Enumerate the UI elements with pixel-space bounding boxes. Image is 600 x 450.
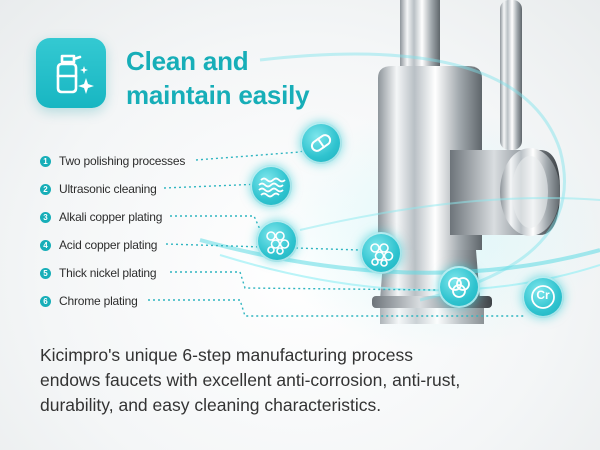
cr-label: Cr	[536, 288, 550, 302]
overlapping-circles-icon	[438, 266, 480, 308]
cr-element-icon: Cr	[522, 276, 564, 318]
step-number: 4	[40, 239, 51, 251]
description: Kicimpro's unique 6-step manufacturing p…	[40, 343, 570, 418]
step-label: Thick nickel plating	[59, 266, 157, 280]
step-number: 2	[40, 183, 51, 195]
step-item: 3 Alkali copper plating	[40, 210, 162, 224]
step-item: 6 Chrome plating	[40, 294, 138, 308]
wave-lines-icon	[250, 165, 292, 207]
step-label: Alkali copper plating	[59, 210, 163, 224]
page-title: Clean and maintain easily	[126, 44, 310, 112]
step-label: Two polishing processes	[59, 154, 186, 168]
step-label: Chrome plating	[59, 294, 138, 308]
clean-spray-sparkle-icon	[36, 38, 106, 108]
title-line-2: maintain easily	[126, 80, 310, 110]
step-label: Acid copper plating	[59, 238, 158, 252]
leader-lines	[148, 149, 525, 317]
description-line-3: durability, and easy cleaning characteri…	[40, 395, 382, 415]
step-number: 1	[40, 155, 51, 167]
step-number: 6	[40, 295, 51, 307]
step-item: 4 Acid copper plating	[40, 238, 157, 252]
pill-capsule-icon	[300, 122, 342, 164]
step-item: 1 Two polishing processes	[40, 154, 185, 168]
step-label: Ultrasonic cleaning	[59, 182, 157, 196]
description-line-1: Kicimpro's unique 6-step manufacturing p…	[40, 345, 413, 365]
step-item: 2 Ultrasonic cleaning	[40, 182, 157, 196]
hexagon-cluster-icon	[256, 220, 298, 262]
step-number: 3	[40, 211, 51, 223]
step-number: 5	[40, 267, 51, 279]
description-line-2: endows faucets with excellent anti-corro…	[40, 370, 461, 390]
hexagon-cluster-icon	[360, 232, 402, 274]
step-item: 5 Thick nickel plating	[40, 266, 157, 280]
title-line-1: Clean and	[126, 46, 249, 76]
